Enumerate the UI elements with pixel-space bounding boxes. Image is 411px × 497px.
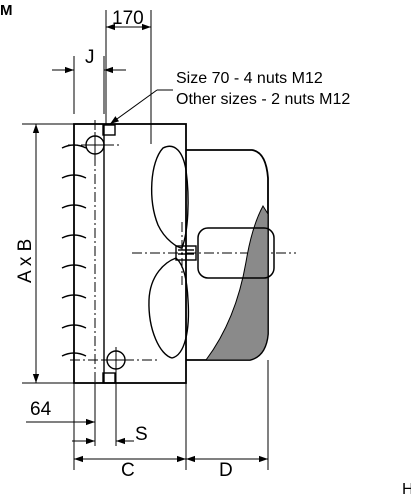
corner-partial-label: H <box>402 481 411 497</box>
dim-170-label: 170 <box>112 8 144 29</box>
dim-c-label: C <box>121 460 135 481</box>
note-line-1: Size 70 - 4 nuts M12 <box>176 70 323 87</box>
top-nut <box>82 124 116 158</box>
dim-axb-label: A x B <box>15 239 36 283</box>
dim-64-label: 64 <box>30 399 52 420</box>
fan-blade <box>148 145 197 359</box>
fan-housing-shaded <box>205 205 269 361</box>
heating-fins <box>61 144 87 357</box>
note-line-2: Other sizes - 2 nuts M12 <box>176 91 350 108</box>
corner-title: M <box>0 2 13 19</box>
dim-j-label: J <box>85 47 95 68</box>
note-leader <box>109 89 158 125</box>
motor-box <box>197 227 275 279</box>
dim-s-label: S <box>135 424 148 445</box>
dim-d-label: D <box>219 460 233 481</box>
